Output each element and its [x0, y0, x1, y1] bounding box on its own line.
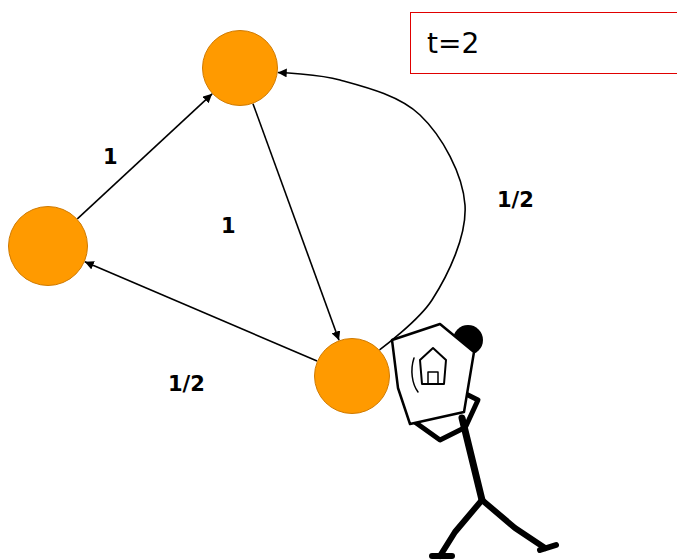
edge-weight: 1/2	[494, 188, 537, 212]
time-label: t=2	[427, 27, 479, 60]
figure-foot	[540, 545, 556, 550]
figure-foot	[432, 553, 452, 559]
transition-arrow	[278, 73, 465, 350]
stick-figure	[392, 324, 556, 556]
time-box: t=2	[410, 12, 677, 74]
edge-weight: 1	[100, 145, 121, 169]
edge-weight: 1/2	[165, 372, 208, 396]
house-outline	[412, 358, 418, 392]
transition-arrow	[85, 262, 317, 361]
map-paper	[392, 324, 474, 424]
edge-weight: 1	[218, 214, 239, 238]
figure-leg	[482, 500, 545, 548]
state-circle	[314, 338, 390, 414]
state-circle	[8, 206, 88, 286]
transition-arrow	[253, 104, 339, 341]
house-door	[428, 372, 438, 384]
state-circle	[202, 30, 278, 106]
transition-arrow	[77, 94, 212, 219]
figure-body	[462, 418, 482, 500]
house-icon	[420, 348, 446, 384]
figure-leg	[440, 500, 482, 556]
